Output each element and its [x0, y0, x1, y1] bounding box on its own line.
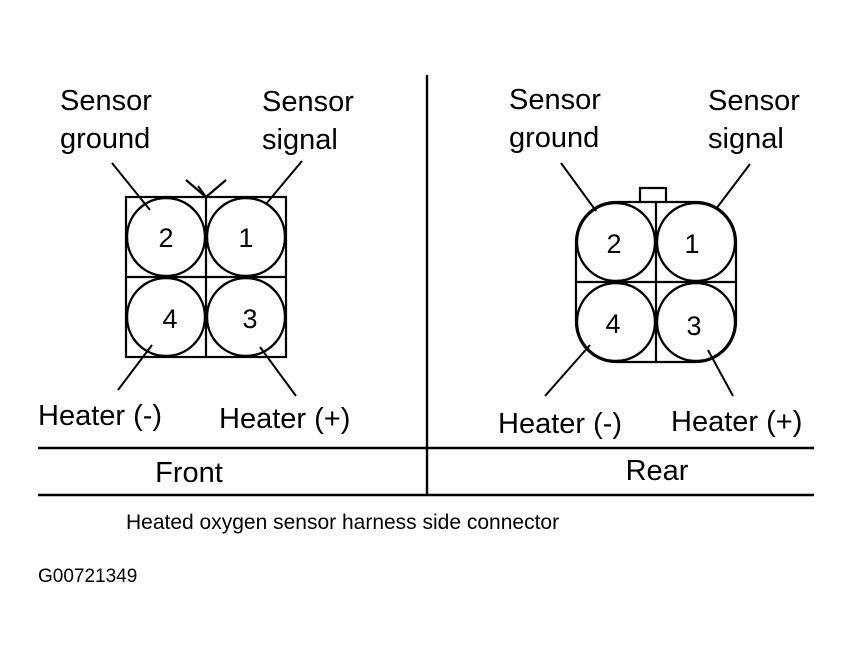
- rear-leader-heater-minus: [544, 344, 591, 397]
- rear-pin-1: [655, 201, 737, 283]
- rear-locking-tab: [638, 186, 668, 202]
- front-label-sensor-signal-line2: signal: [262, 124, 338, 156]
- rear-pin-4-number: 4: [605, 309, 620, 339]
- figure-code: G00721349: [38, 566, 137, 587]
- rear-pin-1-number: 1: [684, 229, 699, 259]
- rear-section-label: Rear: [626, 455, 689, 487]
- rear-pin-2-number: 2: [606, 229, 621, 259]
- rear-label-sensor-ground-line2: ground: [509, 122, 599, 154]
- front-leader-heater-minus: [117, 344, 153, 391]
- rear-pin-4: [575, 281, 657, 363]
- front-label-sensor-signal-line1: Sensor: [262, 86, 354, 118]
- front-pin-3: [205, 276, 287, 358]
- rear-label-sensor-ground-line1: Sensor: [509, 84, 601, 116]
- front-leader-sensor-ground: [111, 162, 151, 211]
- front-section-label: Front: [155, 457, 223, 489]
- front-leader-sensor-signal: [265, 160, 303, 205]
- front-pin-2-number: 2: [158, 223, 173, 253]
- rear-label-sensor-signal-line1: Sensor: [708, 85, 800, 117]
- rear-pin-3-number: 3: [686, 311, 701, 341]
- rear-label-heater-minus: Heater (-): [498, 408, 622, 440]
- front-locking-tab-inner: [197, 185, 207, 198]
- rear-connector: 2 1 4 3 Sensor ground Sensor signal Heat…: [498, 84, 802, 440]
- front-leader-heater-plus: [259, 346, 297, 397]
- front-connector: 2 1 4 3 Sensor ground Sensor signal Heat…: [38, 85, 354, 435]
- rear-leader-heater-plus: [707, 349, 734, 397]
- front-pin-4: [125, 276, 207, 358]
- front-pin-2: [125, 196, 207, 278]
- figure-caption: Heated oxygen sensor harness side connec…: [126, 511, 559, 534]
- rear-leader-sensor-signal: [715, 163, 751, 210]
- front-label-sensor-ground-line1: Sensor: [60, 85, 152, 117]
- front-pin-3-number: 3: [242, 304, 257, 334]
- rear-label-sensor-signal-line2: signal: [708, 123, 784, 155]
- rear-pin-3: [655, 281, 737, 363]
- front-pin-1-number: 1: [238, 223, 253, 253]
- front-locking-tab: [185, 179, 227, 199]
- front-label-heater-minus: Heater (-): [38, 400, 162, 432]
- rear-pin-2: [575, 201, 657, 283]
- rear-leader-sensor-ground: [560, 162, 597, 212]
- front-label-heater-plus: Heater (+): [219, 403, 350, 435]
- front-pin-4-number: 4: [162, 304, 177, 334]
- front-pin-1: [205, 196, 287, 278]
- front-label-sensor-ground-line2: ground: [60, 123, 150, 155]
- rear-label-heater-plus: Heater (+): [671, 406, 802, 438]
